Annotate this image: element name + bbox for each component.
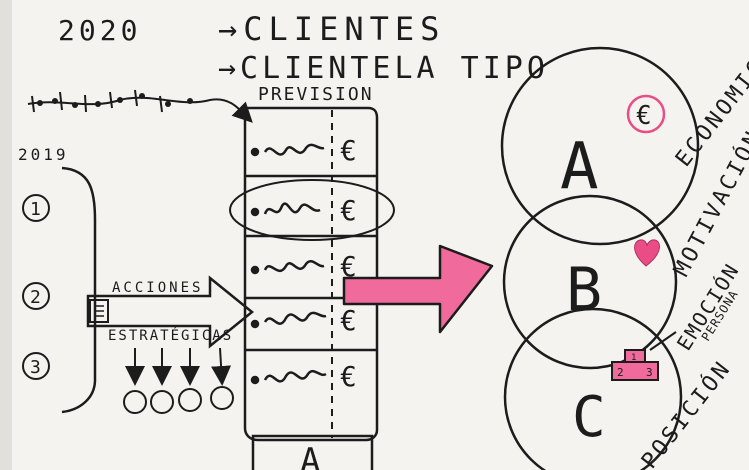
euro-icon: € <box>626 94 666 134</box>
highlight-ellipse <box>229 179 395 241</box>
step-3: 3 <box>22 352 50 380</box>
svg-text:1: 1 <box>30 199 41 220</box>
acciones-arrow <box>86 275 254 349</box>
timeline-squiggle <box>27 89 253 123</box>
left-bracket <box>61 166 97 414</box>
hanging-arrows <box>123 347 234 414</box>
step-1: 1 <box>22 194 50 222</box>
prevision-label: PREVISION <box>258 84 374 105</box>
prevision-rows <box>250 143 327 385</box>
circle-c: C <box>503 307 683 470</box>
svg-text:€: € <box>340 360 357 393</box>
acciones-label: ACCIONES <box>112 280 203 296</box>
bottom-box: A <box>251 434 374 470</box>
heart-icon <box>634 239 660 267</box>
year-left-label: 2019 <box>18 145 69 164</box>
estrategias-label: ESTRATÉGICAS <box>108 327 233 344</box>
svg-text:€: € <box>636 101 652 131</box>
circle-b: B <box>502 194 678 370</box>
svg-text:3: 3 <box>30 357 41 378</box>
circle-a: A <box>500 46 700 246</box>
svg-text:2: 2 <box>30 287 41 308</box>
svg-text:1: 1 <box>631 353 636 363</box>
heading-clientela-tipo: →CLIENTELA TIPO <box>218 51 549 86</box>
svg-text:B: B <box>566 255 602 325</box>
svg-text:A: A <box>300 441 320 470</box>
step-2: 2 <box>22 282 50 310</box>
svg-text:€: € <box>340 250 357 283</box>
svg-text:2: 2 <box>617 366 624 379</box>
svg-text:€: € <box>340 304 357 337</box>
podium-icon: 1 2 3 <box>611 331 677 381</box>
svg-text:€: € <box>340 134 357 167</box>
euro-icon-column: € € € € € <box>340 134 357 393</box>
year-top-label: 2020 <box>58 14 141 47</box>
svg-text:3: 3 <box>646 366 653 379</box>
arrow-icon <box>342 244 494 334</box>
heading-clientes: →CLIENTES <box>218 10 445 48</box>
svg-text:C: C <box>572 385 606 450</box>
svg-text:A: A <box>560 130 599 204</box>
svg-text:€: € <box>340 194 357 227</box>
